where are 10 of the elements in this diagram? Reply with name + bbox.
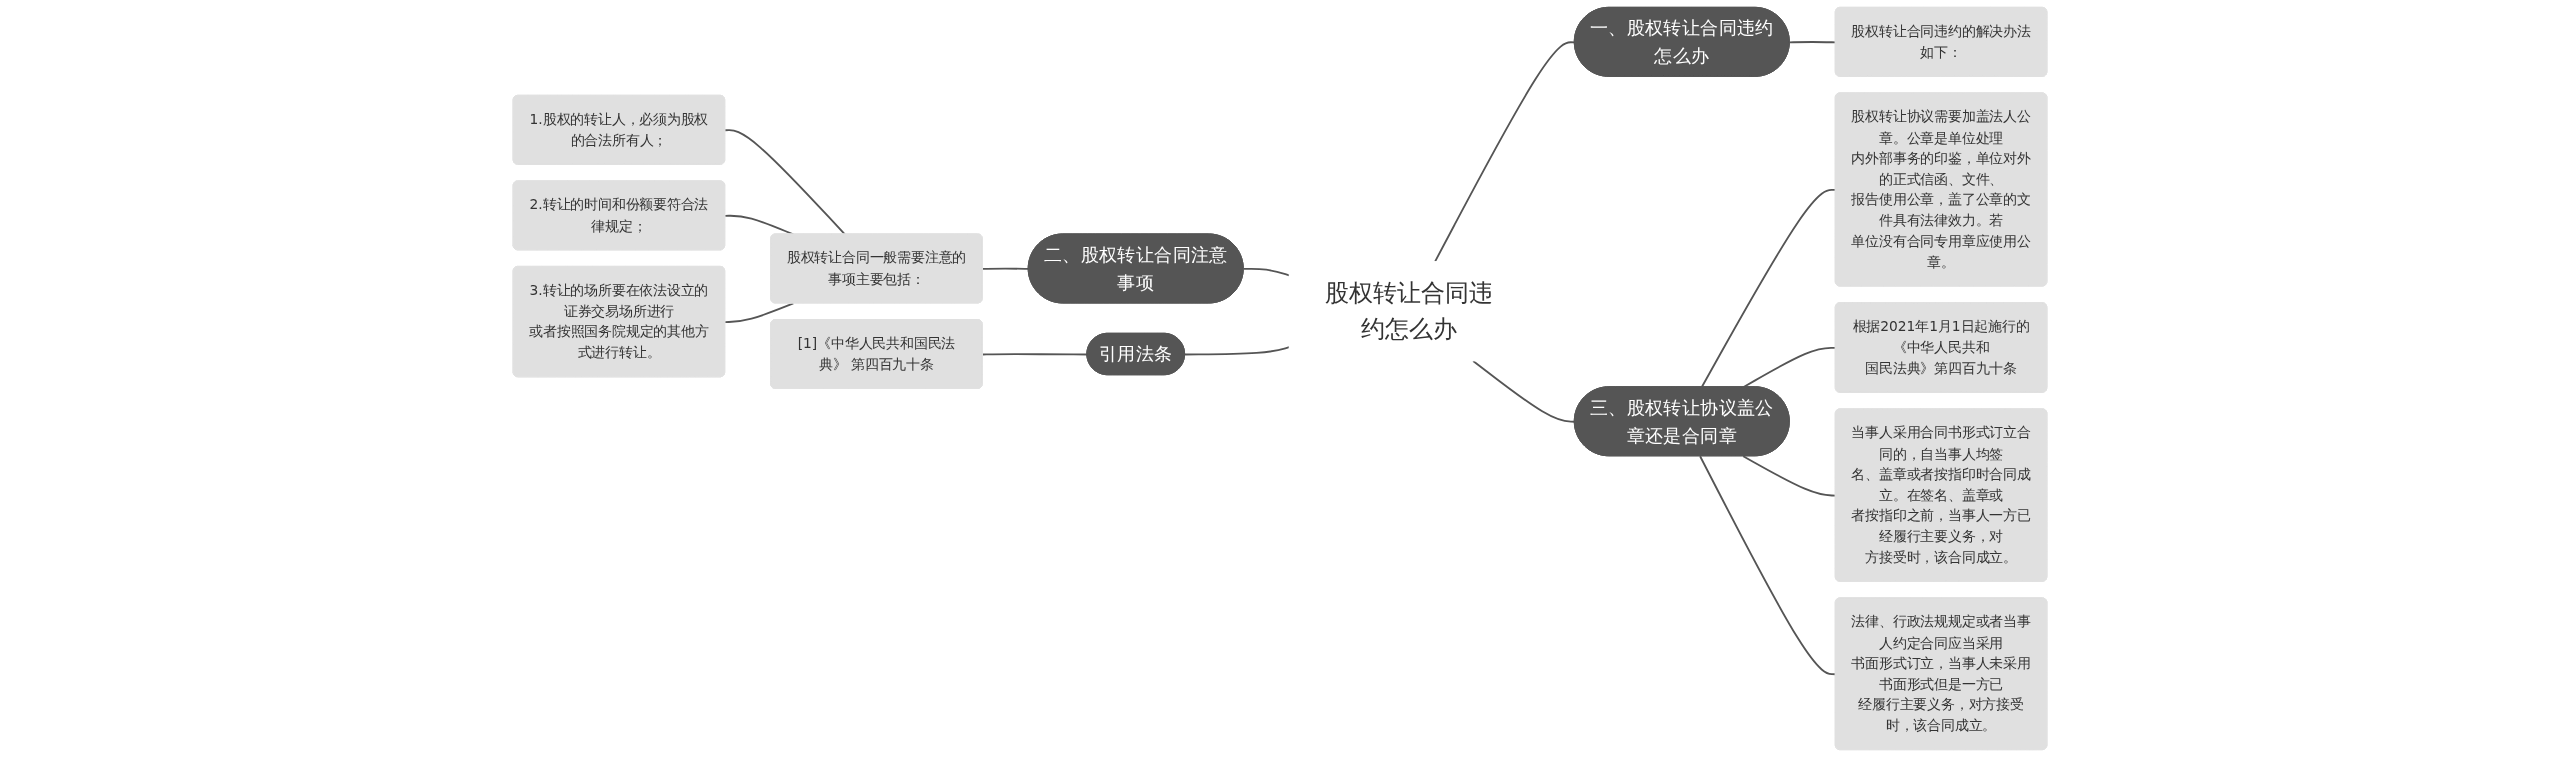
connector <box>1788 41 1837 44</box>
connector <box>1699 455 1837 676</box>
connector <box>1742 455 1837 497</box>
connector <box>981 267 1030 270</box>
connector <box>1434 41 1576 263</box>
connector <box>1242 267 1291 277</box>
connector <box>1472 360 1576 423</box>
connector <box>1184 346 1291 356</box>
connector <box>724 302 795 323</box>
node-text: 股权转让合同违约怎么办 <box>1325 279 1493 343</box>
